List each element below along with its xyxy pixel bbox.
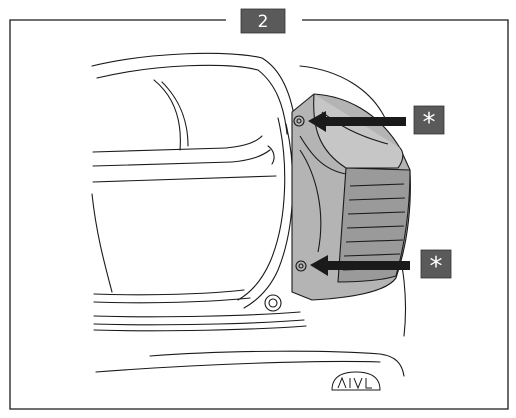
callout-symbol-upper: *: [423, 108, 436, 138]
lower-mounting-screw: [295, 260, 307, 272]
upper-arrow-left-icon: [308, 111, 406, 132]
callout-badge-lower: *: [420, 249, 452, 282]
step-number: 2: [258, 12, 269, 32]
step-number-badge: 2: [240, 8, 286, 34]
callout-badge-upper: *: [413, 105, 445, 138]
vehicle-body-lines: [91, 52, 407, 377]
figure-frame: [9, 19, 509, 410]
lower-arrow-left-icon: [310, 255, 410, 276]
rear-emblem: [331, 371, 381, 391]
upper-mounting-screw: [293, 115, 305, 127]
callout-symbol-lower: *: [430, 252, 443, 282]
rear-combination-lamp: [291, 93, 411, 301]
